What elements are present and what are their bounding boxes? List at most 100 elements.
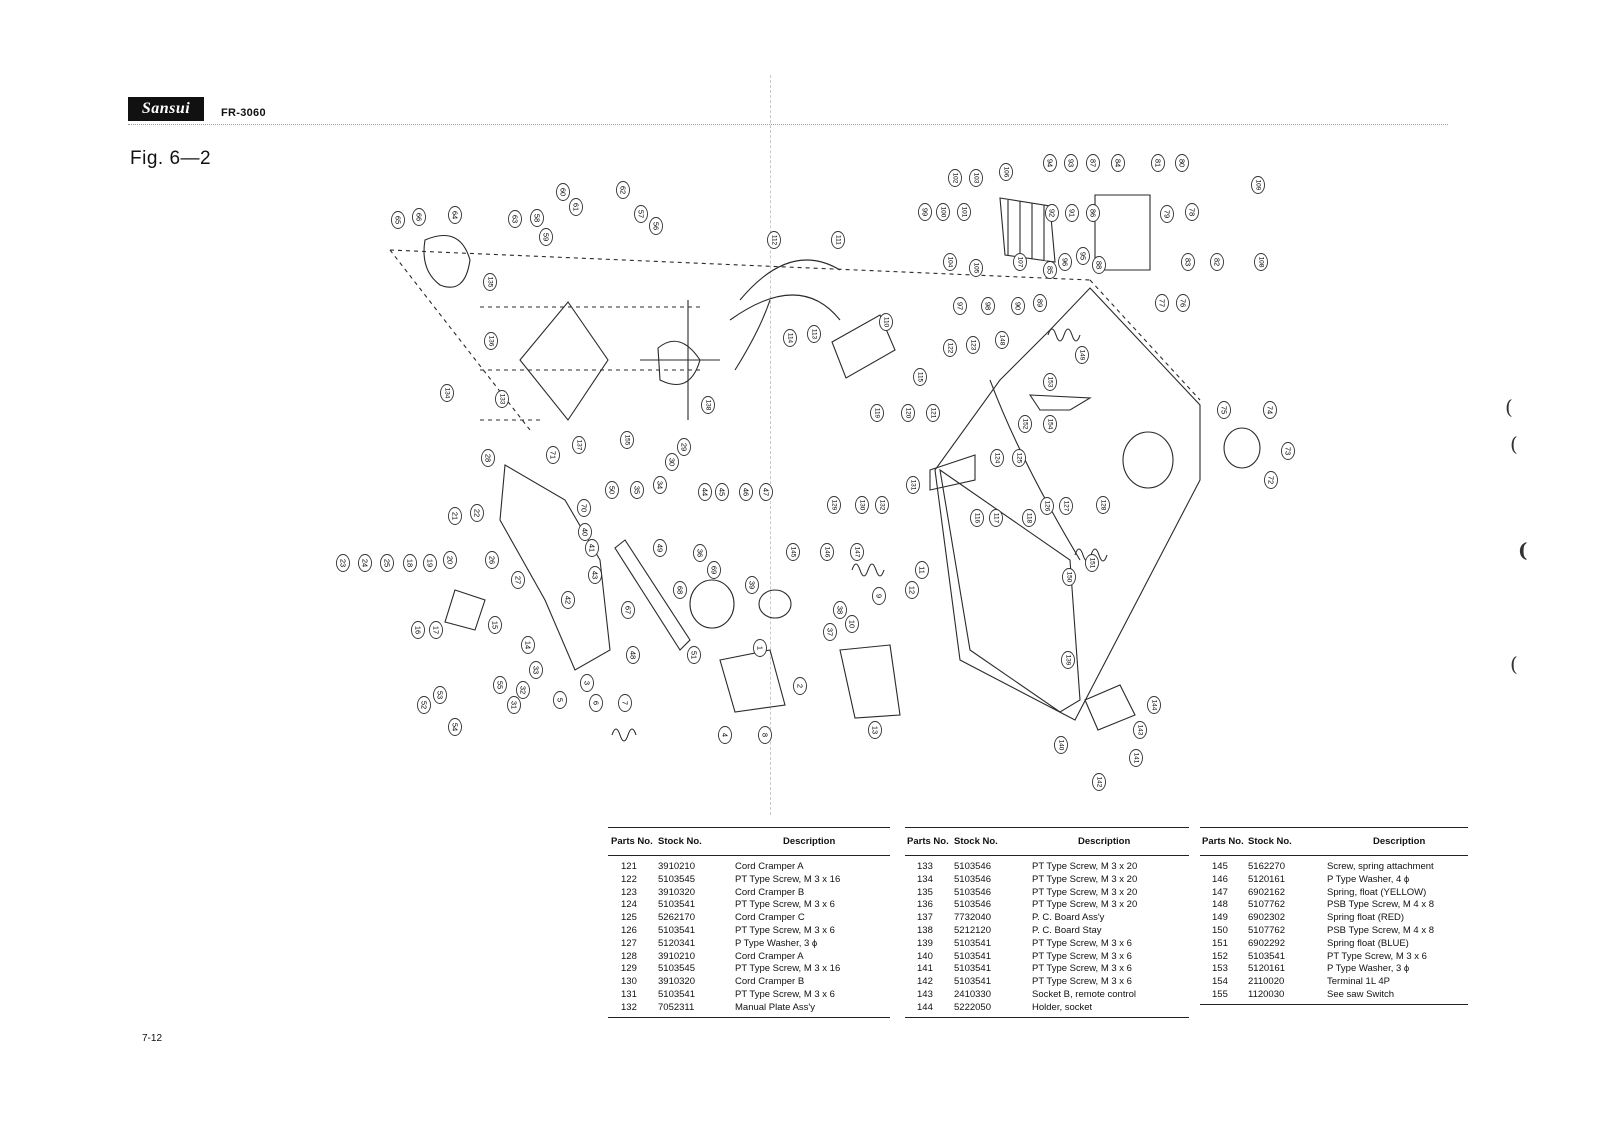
callout-circle [1251,176,1265,194]
description-cell: PT Type Screw, M 3 x 6 [1032,950,1132,962]
callout-number: 111 [835,235,842,245]
part-callout: 50 [605,481,619,499]
cord [729,259,841,371]
callout-number: 127 [1063,501,1070,512]
callout-number: 36 [696,549,705,557]
brand-logo: Sansui [128,97,204,121]
callout-circle [1018,415,1032,433]
stock-number-cell: 5262170 [658,912,695,924]
callout-number: 126 [1044,501,1051,512]
callout-circle [981,297,995,315]
callout-number: 2 [796,684,805,688]
callout-circle [1175,154,1189,172]
part-callout: 63 [508,210,522,228]
callout-circle [1076,247,1090,265]
callout-number: 13 [871,726,880,734]
part-callout: 17 [429,621,443,639]
description-cell: Cord Cramper B [735,976,805,988]
motor [758,589,792,619]
callout-number: 109 [1255,180,1262,191]
part-number-cell: 143 [917,988,933,1000]
description-cell: Cord Cramper A [735,950,804,962]
part-callout: 9 [872,587,886,605]
part-callout: 67 [621,601,635,619]
part-number-cell: 149 [1212,912,1228,924]
chassis-rail [989,379,1081,561]
part-callout: 23 [336,554,350,572]
callout-circle [783,329,797,347]
main-chassis [934,287,1201,721]
callout-number: 63 [511,215,520,223]
callout-number: 28 [484,454,493,462]
callout-number: 19 [426,559,435,567]
stock-number-cell: 5103541 [658,924,695,936]
callout-number: 114 [787,333,794,344]
part-callout: 18 [403,554,417,572]
stock-number-cell: 6902162 [1248,886,1285,898]
callout-circle [1011,297,1025,315]
part-callout: 145 [786,543,800,561]
callout-circle [1129,749,1143,767]
callout-number: 25 [383,559,392,567]
callout-circle [621,601,635,619]
callout-circle [665,453,679,471]
callout-number: 135 [487,277,494,288]
callout-number: 118 [1026,513,1033,524]
callout-number: 146 [824,547,831,558]
callout-circle [561,591,575,609]
callout-circle [1040,497,1054,515]
part-number-cell: 147 [1212,886,1228,898]
part-callout: 33 [529,661,543,679]
part-callout: 70 [577,499,591,517]
callout-number: 104 [947,257,954,268]
part-number-cell: 126 [621,924,637,936]
part-number-cell: 123 [621,886,637,898]
part-callout: 13 [868,721,882,739]
part-callout: 41 [585,539,599,557]
part-callout: 151 [1085,554,1099,572]
stock-number-cell: 2410330 [954,988,991,1000]
part-callout: 126 [1040,497,1054,515]
part-number-cell: 127 [621,937,637,949]
callout-circle [1065,204,1079,222]
part-callout: 119 [870,404,884,422]
callout-number: 138 [705,400,712,411]
callout-number: 66 [415,213,424,221]
description-cell: PT Type Screw, M 3 x 20 [1032,873,1138,885]
part-callout: 20 [443,551,457,569]
callout-number: 44 [701,488,710,496]
callout-circle [753,639,767,657]
description-cell: PT Type Screw, M 3 x 6 [735,899,835,911]
part-callout: 115 [913,368,927,386]
stock-number-cell: 5103541 [954,937,991,949]
spring-float [611,728,637,742]
part-number-cell: 154 [1212,976,1228,988]
callout-number: 123 [970,340,977,351]
callout-circle [539,228,553,246]
part-callout: 34 [653,476,667,494]
callout-number: 16 [414,626,423,634]
part-callout: 37 [823,623,837,641]
part-callout: 113 [807,325,821,343]
part-callout: 15 [488,616,502,634]
callout-number: 6 [592,701,601,705]
callout-number: 151 [1089,558,1096,569]
callout-number: 45 [718,488,727,496]
callout-number: 81 [1154,159,1163,167]
callout-number: 69 [710,566,719,574]
part-number-cell: 153 [1212,963,1228,975]
callout-circle [957,203,971,221]
part-number-cell: 130 [621,976,637,988]
description-cell: PT Type Screw, M 3 x 16 [735,873,841,885]
part-callout: 147 [850,543,864,561]
part-callout: 101 [957,203,971,221]
callout-number: 24 [361,559,370,567]
part-callout: 90 [1011,297,1025,315]
